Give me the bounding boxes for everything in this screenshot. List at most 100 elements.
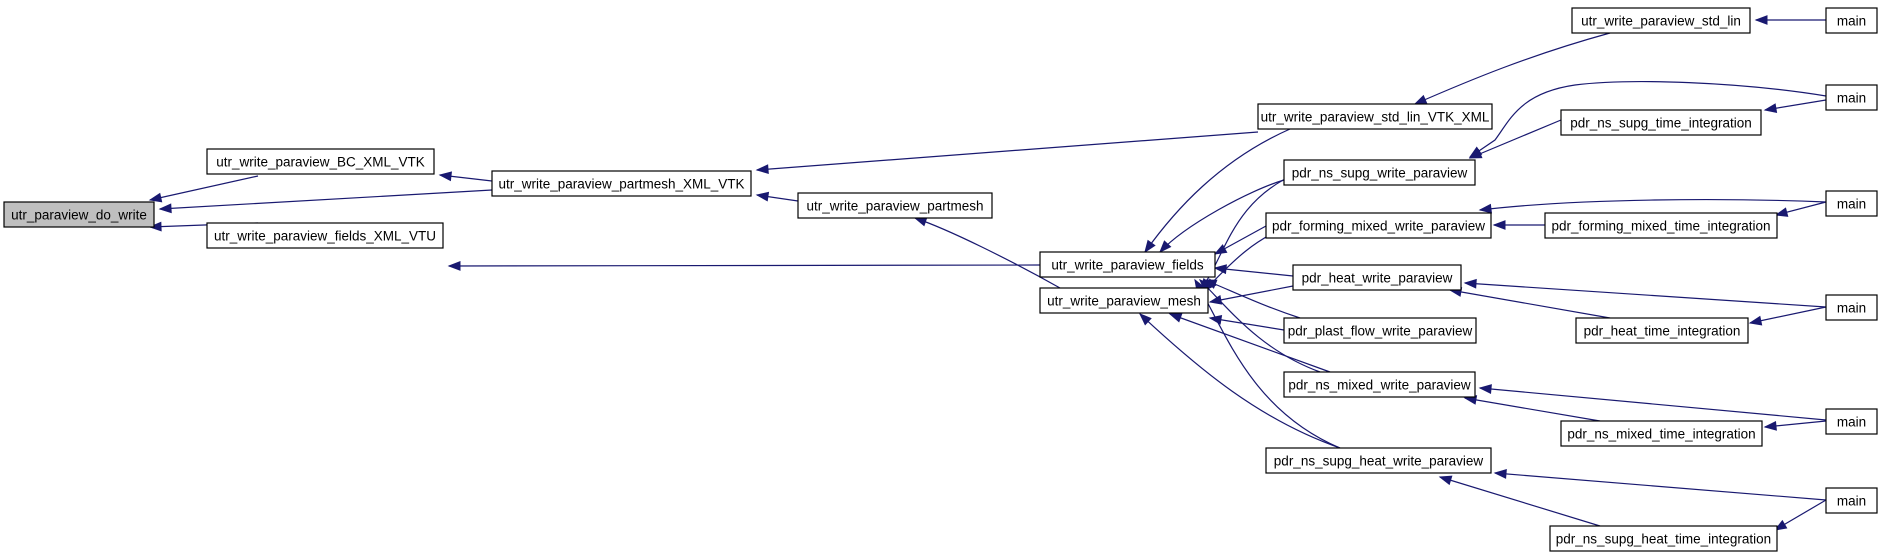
node-n2[interactable]: utr_write_paraview_fields_XML_VTU	[206, 222, 444, 249]
arrow-head-icon	[447, 261, 461, 271]
node-n17[interactable]: pdr_heat_time_integration	[1575, 317, 1749, 344]
edge-n13-n6	[1168, 313, 1331, 373]
node-box[interactable]	[1265, 212, 1492, 239]
node-n0[interactable]: utr_paraview_do_write	[3, 201, 155, 228]
node-box[interactable]	[1292, 264, 1462, 291]
node-box[interactable]	[1575, 317, 1749, 344]
node-box[interactable]	[1560, 109, 1762, 136]
arrow-head-icon	[1748, 315, 1763, 326]
node-box[interactable]	[1549, 525, 1778, 552]
edge-m3-n16	[1774, 201, 1827, 217]
arrow-head-icon	[1478, 203, 1493, 214]
node-m2[interactable]: main	[1825, 84, 1878, 111]
node-label: pdr_ns_supg_heat_time_integration	[1556, 532, 1771, 547]
node-box[interactable]	[1571, 7, 1751, 34]
edge-line	[1139, 313, 1341, 449]
arrow-head-icon	[1413, 94, 1428, 105]
node-label: utr_write_paraview_partmesh_XML_VTK	[498, 177, 744, 192]
node-m3[interactable]: main	[1825, 190, 1878, 217]
arrow-head-icon	[438, 171, 452, 182]
node-n19[interactable]: pdr_ns_supg_heat_time_integration	[1549, 525, 1778, 552]
node-label: pdr_plast_flow_write_paraview	[1288, 324, 1473, 339]
node-n10[interactable]: pdr_forming_mixed_write_paraview	[1265, 212, 1492, 239]
node-box[interactable]	[1560, 420, 1763, 447]
node-n14[interactable]: pdr_ns_supg_heat_write_paraview	[1265, 447, 1492, 474]
edge-n3-n1	[438, 171, 493, 182]
node-label: pdr_ns_supg_write_paraview	[1292, 166, 1468, 181]
edge-line	[1199, 279, 1321, 373]
edge-n5-n2	[447, 261, 1041, 271]
node-box[interactable]	[797, 192, 993, 219]
node-label: utr_write_paraview_partmesh	[806, 199, 983, 214]
arrow-head-icon	[1492, 220, 1506, 230]
edge-n8-n7	[1413, 32, 1611, 105]
graph-edges	[148, 15, 1827, 531]
node-box[interactable]	[1283, 317, 1477, 344]
node-box[interactable]	[1265, 447, 1492, 474]
arrow-head-icon	[913, 217, 928, 227]
edge-m4-n17	[1748, 306, 1827, 326]
edge-line	[1414, 32, 1611, 105]
node-box[interactable]	[1825, 408, 1878, 435]
node-box[interactable]	[1825, 84, 1878, 111]
node-n9[interactable]: pdr_ns_supg_write_paraview	[1283, 159, 1476, 186]
node-label: pdr_heat_time_integration	[1584, 324, 1741, 339]
node-n3[interactable]: utr_write_paraview_partmesh_XML_VTK	[491, 170, 752, 197]
node-box[interactable]	[1283, 371, 1476, 398]
edge-line	[914, 217, 1061, 289]
node-label: utr_write_paraview_std_lin_VTK_XML	[1261, 110, 1490, 125]
node-m5[interactable]: main	[1825, 408, 1878, 435]
edge-line	[1144, 128, 1291, 253]
node-n16[interactable]: pdr_forming_mixed_time_integration	[1544, 212, 1778, 239]
node-box[interactable]	[1257, 103, 1493, 130]
node-label: main	[1837, 494, 1866, 509]
node-box[interactable]	[1039, 251, 1216, 278]
node-m4[interactable]: main	[1825, 294, 1878, 321]
graph-nodes: utr_paraview_do_write utr_write_paraview_…	[3, 7, 1878, 552]
node-m6[interactable]: main	[1825, 487, 1878, 514]
node-label: pdr_forming_mixed_write_paraview	[1272, 219, 1485, 234]
arrow-head-icon	[1168, 313, 1183, 323]
edge-line	[1464, 397, 1601, 422]
node-box[interactable]	[206, 148, 435, 175]
edge-line	[1479, 199, 1827, 211]
edge-line	[1449, 289, 1611, 319]
node-box[interactable]	[1544, 212, 1778, 239]
arrow-head-icon	[1213, 264, 1227, 275]
arrow-head-icon	[1138, 313, 1152, 326]
node-label: pdr_ns_supg_time_integration	[1570, 116, 1752, 131]
edge-m4-n11	[1463, 278, 1827, 308]
node-n8[interactable]: utr_write_paraview_std_lin	[1571, 7, 1751, 34]
node-box[interactable]	[1283, 159, 1476, 186]
arrow-head-icon	[755, 191, 770, 202]
node-box[interactable]	[1039, 287, 1209, 314]
node-label: utr_write_paraview_fields_XML_VTU	[214, 229, 436, 244]
node-m1[interactable]: main	[1825, 7, 1878, 34]
node-label: pdr_ns_mixed_time_integration	[1567, 427, 1755, 442]
node-box[interactable]	[1825, 190, 1878, 217]
node-n18[interactable]: pdr_ns_mixed_time_integration	[1560, 420, 1763, 447]
node-n13[interactable]: pdr_ns_mixed_write_paraview	[1283, 371, 1476, 398]
node-box[interactable]	[1825, 7, 1878, 34]
node-n5[interactable]: utr_write_paraview_fields	[1039, 251, 1216, 278]
node-box[interactable]	[3, 201, 155, 228]
arrow-head-icon	[1774, 207, 1789, 217]
node-box[interactable]	[1825, 294, 1878, 321]
node-label: pdr_ns_mixed_write_paraview	[1288, 378, 1471, 393]
node-label: pdr_forming_mixed_time_integration	[1551, 219, 1770, 234]
node-n4[interactable]: utr_write_paraview_partmesh	[797, 192, 993, 219]
node-label: main	[1837, 301, 1866, 316]
node-n15[interactable]: pdr_ns_supg_time_integration	[1560, 109, 1762, 136]
node-box[interactable]	[206, 222, 444, 249]
node-box[interactable]	[491, 170, 752, 197]
edge-m5-n18	[1763, 420, 1827, 431]
node-n7[interactable]: utr_write_paraview_std_lin_VTK_XML	[1257, 103, 1493, 130]
node-box[interactable]	[1825, 487, 1878, 514]
edge-line	[1159, 179, 1285, 253]
node-n6[interactable]: utr_write_paraview_mesh	[1039, 287, 1209, 314]
edge-line	[1439, 476, 1601, 527]
node-n12[interactable]: pdr_plast_flow_write_paraview	[1283, 317, 1477, 344]
node-n1[interactable]: utr_write_paraview_BC_XML_VTK	[206, 148, 435, 175]
node-n11[interactable]: pdr_heat_write_paraview	[1292, 264, 1462, 291]
arrow-head-icon	[1463, 278, 1477, 289]
